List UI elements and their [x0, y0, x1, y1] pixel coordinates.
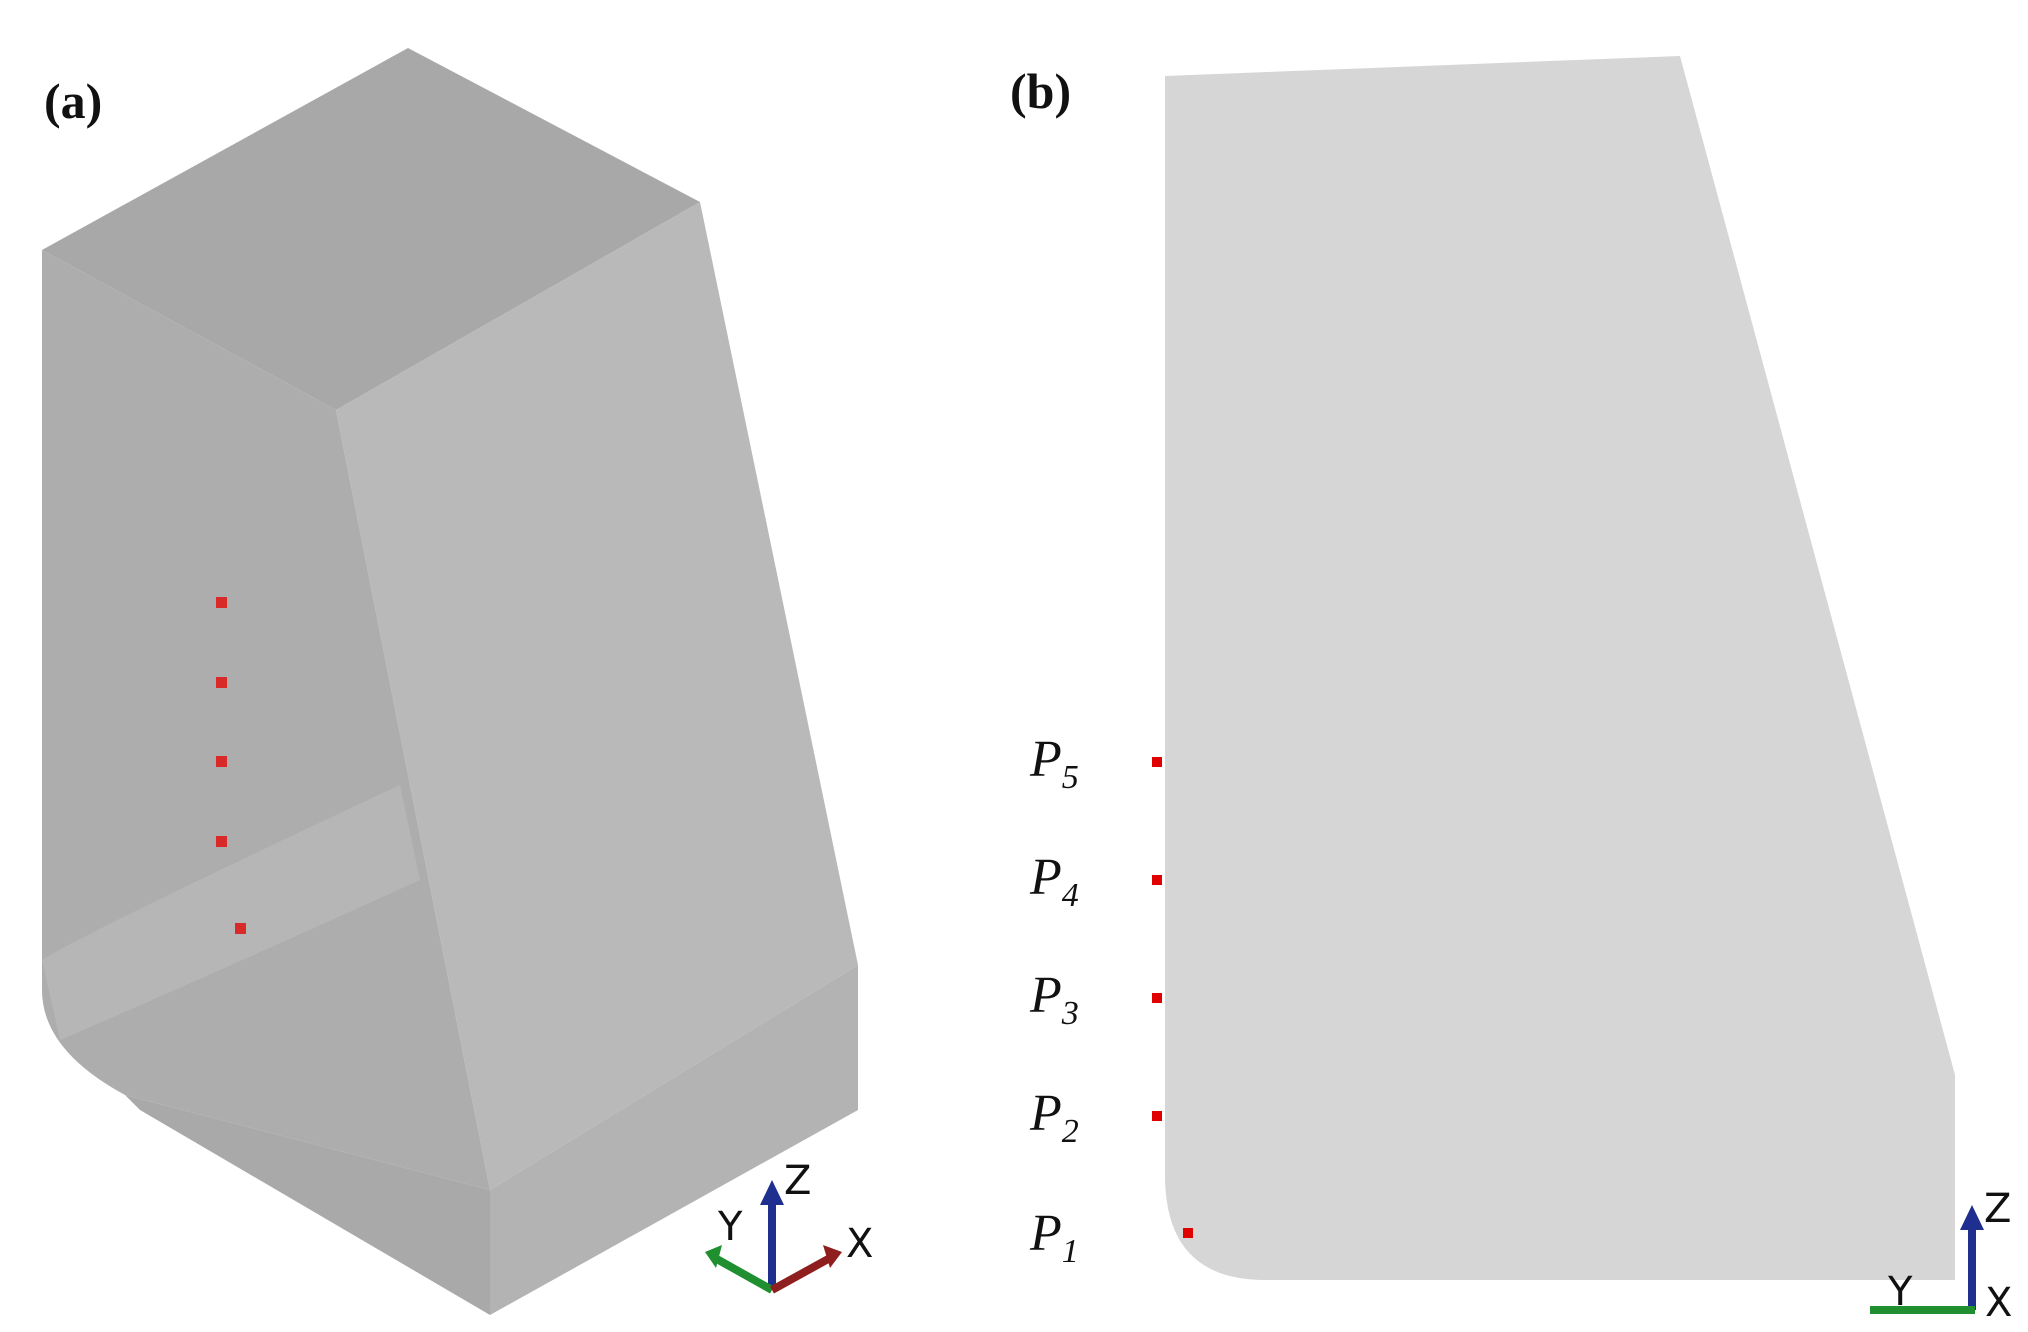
panel-a-model: [42, 48, 858, 1315]
point-label-p2: P2: [1029, 1085, 1079, 1150]
probe-point-marker: [235, 923, 246, 934]
model-bottom-left-face: [125, 1095, 490, 1315]
model-left-highlight: [42, 785, 420, 1040]
probe-point-marker: [1152, 875, 1162, 885]
point-label-p1: P1: [1029, 1205, 1079, 1270]
axis-z-arrow: [760, 1180, 784, 1205]
probe-point-marker: [216, 677, 227, 688]
probe-point-marker: [216, 597, 227, 608]
panel-b-probe-points: [1152, 757, 1193, 1238]
panel-b-axis-triad: Z Y X: [1870, 1186, 2012, 1326]
axis-x-arrow: [823, 1245, 842, 1268]
axis-z-label: Z: [784, 1158, 811, 1204]
probe-point-marker: [1152, 1111, 1162, 1121]
axis-y-label: Y: [1887, 1269, 1913, 1315]
axis-x-label: X: [1985, 1280, 2012, 1326]
panel-a-label: (a): [44, 73, 102, 129]
panel-a: (a): [42, 48, 873, 1315]
panel-b: (b) P5 P4 P3 P2 P1: [1010, 56, 2012, 1326]
panel-a-probe-points: [216, 597, 246, 934]
axis-y-label: Y: [717, 1204, 743, 1250]
model-front-face: [336, 202, 858, 1190]
point-label-p3: P3: [1029, 967, 1079, 1032]
model-top-face: [42, 48, 700, 410]
probe-point-marker: [216, 756, 227, 767]
point-label-p5: P5: [1029, 731, 1079, 796]
model-bottom-face: [490, 965, 858, 1315]
point-label-p4: P4: [1029, 849, 1079, 914]
probe-point-marker: [216, 836, 227, 847]
probe-point-marker: [1152, 757, 1162, 767]
probe-point-marker: [1152, 993, 1162, 1003]
panel-a-axis-triad: Z Y X: [705, 1158, 873, 1294]
probe-point-marker: [1183, 1228, 1193, 1238]
panel-b-point-labels: P5 P4 P3 P2 P1: [1029, 731, 1079, 1270]
axis-x-label: X: [846, 1221, 873, 1267]
axis-y-line: [713, 1254, 774, 1294]
panel-b-profile: [1165, 56, 1955, 1280]
panel-b-label: (b): [1010, 63, 1071, 119]
axis-z-label: Z: [1984, 1186, 2011, 1232]
axis-z-arrow: [1960, 1205, 1984, 1230]
axis-y-arrow: [705, 1245, 722, 1268]
axis-x-line: [770, 1254, 832, 1294]
